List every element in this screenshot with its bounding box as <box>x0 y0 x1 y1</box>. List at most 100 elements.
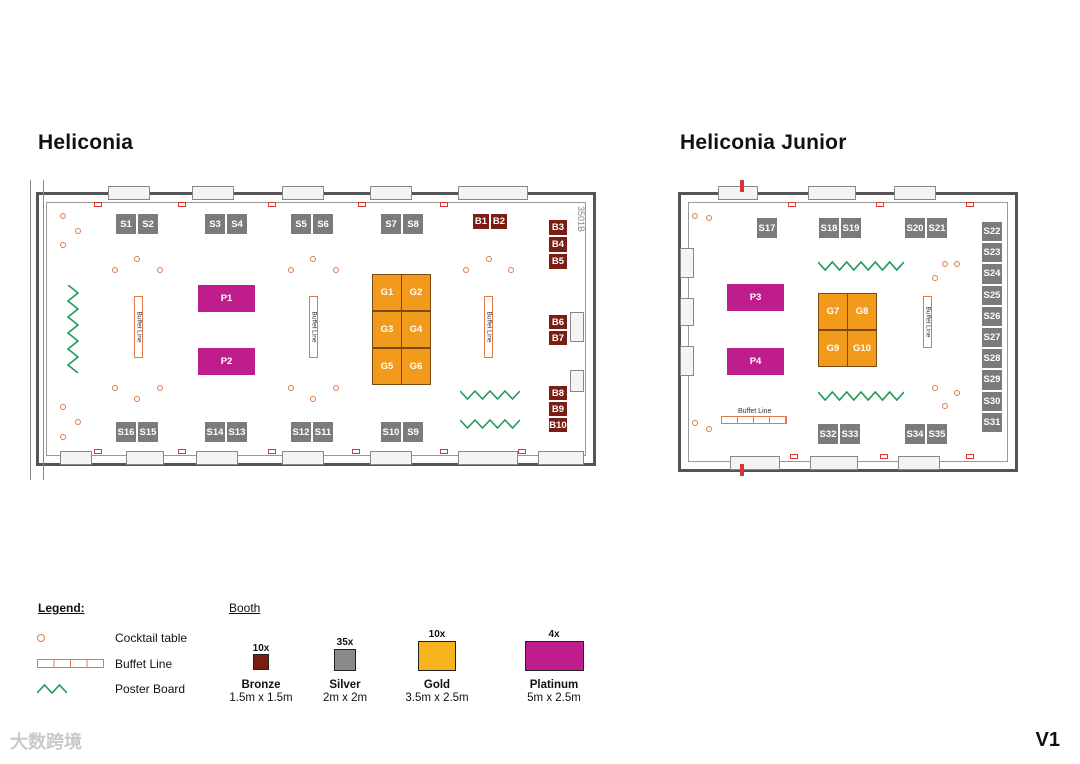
booth-s34[interactable]: S34 <box>904 423 926 445</box>
booth-g5[interactable]: G5 <box>372 348 402 385</box>
booth-b3[interactable]: B3 <box>548 219 568 236</box>
booth-b7[interactable]: B7 <box>548 330 568 346</box>
platinum-swatch <box>525 641 584 671</box>
room-number-label: 3501B <box>576 206 586 233</box>
booth-s4[interactable]: S4 <box>226 213 248 235</box>
legend-heading: Legend: <box>38 601 85 615</box>
heliconia-door-bottom-2[interactable] <box>126 451 164 465</box>
booth-b9[interactable]: B9 <box>548 401 568 417</box>
booth-p3[interactable]: P3 <box>726 283 785 312</box>
cocktail-table <box>112 267 118 273</box>
booth-g9[interactable]: G9 <box>818 330 848 367</box>
booth-s1[interactable]: S1 <box>115 213 137 235</box>
heliconia-door-right-2[interactable] <box>570 370 584 392</box>
junior-door-bottom-1[interactable] <box>730 456 780 470</box>
booth-s32[interactable]: S32 <box>817 423 839 445</box>
heliconia-door-bottom-3[interactable] <box>196 451 238 465</box>
exit-sign <box>178 202 186 207</box>
booth-b2[interactable]: B2 <box>490 213 508 230</box>
heliconia-door-bottom-7[interactable] <box>538 451 584 465</box>
junior-door-bottom-3[interactable] <box>898 456 940 470</box>
heliconia-door-bottom-6[interactable] <box>458 451 518 465</box>
junior-door-top-2[interactable] <box>808 186 856 200</box>
booth-g7[interactable]: G7 <box>818 293 848 330</box>
junior-door-left-1[interactable] <box>680 248 694 278</box>
heliconia-door-bottom-4[interactable] <box>282 451 324 465</box>
booth-s6[interactable]: S6 <box>312 213 334 235</box>
junior-door-left-3[interactable] <box>680 346 694 376</box>
exit-sign <box>178 449 186 454</box>
heliconia-door-bottom-1[interactable] <box>60 451 92 465</box>
booth-s15[interactable]: S15 <box>137 421 159 443</box>
heliconia-door-right-1[interactable] <box>570 312 584 342</box>
booth-s3[interactable]: S3 <box>204 213 226 235</box>
booth-s22[interactable]: S22 <box>981 221 1003 243</box>
booth-s5[interactable]: S5 <box>290 213 312 235</box>
booth-s9[interactable]: S9 <box>402 421 424 443</box>
heliconia-door-bottom-5[interactable] <box>370 451 412 465</box>
booth-s8[interactable]: S8 <box>402 213 424 235</box>
cocktail-table <box>692 420 698 426</box>
heliconia-door-top-5[interactable] <box>458 186 528 200</box>
booth-b1[interactable]: B1 <box>472 213 490 230</box>
booth-s10[interactable]: S10 <box>380 421 402 443</box>
booth-s7[interactable]: S7 <box>380 213 402 235</box>
booth-s35[interactable]: S35 <box>926 423 948 445</box>
cocktail-table <box>134 256 140 262</box>
heliconia-door-top-3[interactable] <box>282 186 324 200</box>
heliconia-door-top-2[interactable] <box>192 186 234 200</box>
booth-p4[interactable]: P4 <box>726 347 785 376</box>
booth-b6[interactable]: B6 <box>548 314 568 330</box>
booth-s26[interactable]: S26 <box>981 305 1003 327</box>
buffet-line-legend-icon <box>37 659 104 668</box>
booth-g4[interactable]: G4 <box>401 311 431 348</box>
bronze-size: 1.5m x 1.5m <box>229 692 293 704</box>
buffet-line: Buffet Line <box>309 296 318 358</box>
booth-s27[interactable]: S27 <box>981 327 1003 349</box>
booth-s25[interactable]: S25 <box>981 284 1003 306</box>
junior-door-bottom-2[interactable] <box>810 456 858 470</box>
booth-b10[interactable]: B10 <box>548 417 568 433</box>
bronze-swatch <box>253 654 269 670</box>
booth-s16[interactable]: S16 <box>115 421 137 443</box>
heliconia-door-top-4[interactable] <box>370 186 412 200</box>
booth-s29[interactable]: S29 <box>981 369 1003 391</box>
booth-s24[interactable]: S24 <box>981 263 1003 285</box>
booth-s30[interactable]: S30 <box>981 390 1003 412</box>
heliconia-door-top-1[interactable] <box>108 186 150 200</box>
booth-g1[interactable]: G1 <box>372 274 402 311</box>
junior-door-left-2[interactable] <box>680 298 694 326</box>
booth-s18[interactable]: S18 <box>818 217 840 239</box>
booth-p2[interactable]: P2 <box>197 347 256 376</box>
gold-size: 3.5m x 2.5m <box>405 692 469 704</box>
booth-s21[interactable]: S21 <box>926 217 948 239</box>
booth-s23[interactable]: S23 <box>981 242 1003 264</box>
booth-s33[interactable]: S33 <box>839 423 861 445</box>
booth-s14[interactable]: S14 <box>204 421 226 443</box>
booth-s17[interactable]: S17 <box>756 217 778 239</box>
booth-g6[interactable]: G6 <box>401 348 431 385</box>
booth-p1[interactable]: P1 <box>197 284 256 313</box>
booth-s28[interactable]: S28 <box>981 348 1003 370</box>
booth-g8[interactable]: G8 <box>847 293 877 330</box>
cocktail-table <box>706 215 712 221</box>
booth-s20[interactable]: S20 <box>904 217 926 239</box>
heliconia-hall-floor <box>36 192 596 466</box>
booth-s12[interactable]: S12 <box>290 421 312 443</box>
booth-s2[interactable]: S2 <box>137 213 159 235</box>
booth-s31[interactable]: S31 <box>981 411 1003 433</box>
booth-g2[interactable]: G2 <box>401 274 431 311</box>
cocktail-table <box>310 256 316 262</box>
booth-s13[interactable]: S13 <box>226 421 248 443</box>
junior-door-top-3[interactable] <box>894 186 936 200</box>
booth-s19[interactable]: S19 <box>840 217 862 239</box>
junior-door-top-1[interactable] <box>718 186 758 200</box>
booth-b4[interactable]: B4 <box>548 236 568 253</box>
cocktail-table <box>508 267 514 273</box>
booth-s11[interactable]: S11 <box>312 421 334 443</box>
silver-size: 2m x 2m <box>322 692 368 704</box>
booth-b5[interactable]: B5 <box>548 253 568 270</box>
booth-g10[interactable]: G10 <box>847 330 877 367</box>
booth-g3[interactable]: G3 <box>372 311 402 348</box>
booth-b8[interactable]: B8 <box>548 385 568 401</box>
